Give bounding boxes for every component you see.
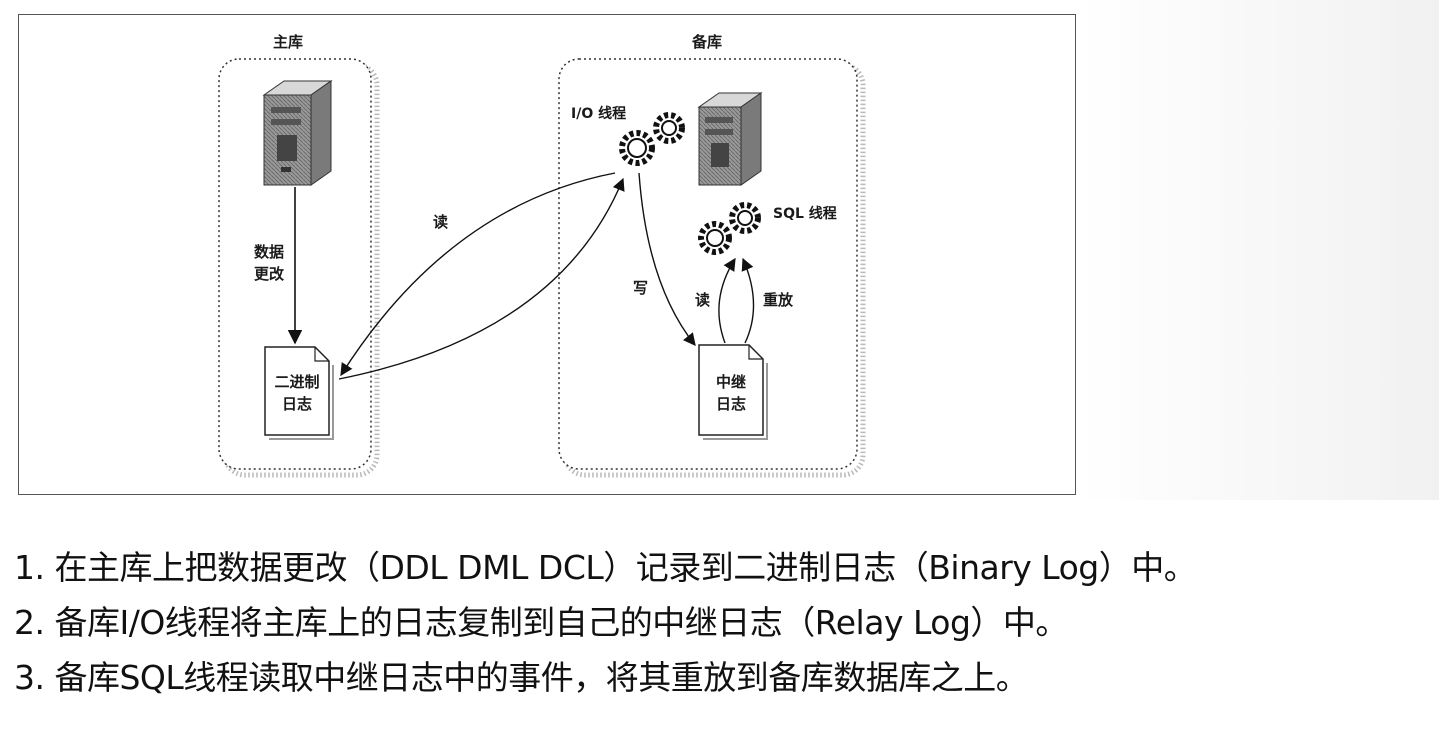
slave-title: 备库: [692, 33, 723, 51]
replication-diagram: 主库 备库 数据 更改 二进制 日志 读 I/O 线程 SQL 线程 写 读 重…: [18, 14, 1076, 495]
explanation-list: 1. 在主库上把数据更改（DDL DML DCL）记录到二进制日志（Binary…: [14, 540, 1434, 705]
data-change-label-line1: 数据: [253, 243, 284, 261]
binary-log-label: 二进制 日志: [265, 371, 329, 415]
sql-read-arrow: [718, 257, 736, 344]
background-gradient: [1080, 0, 1439, 500]
read-request-arrow: [340, 172, 616, 377]
relay-log-label-line2: 日志: [715, 395, 746, 413]
replay-label: 重放: [763, 291, 794, 309]
write-label: 写: [633, 279, 649, 297]
data-change-label-line2: 更改: [253, 265, 284, 283]
sql-thread-gears-icon: [698, 202, 761, 255]
master-server-icon: [262, 80, 333, 186]
relay-log-label-line1: 中继: [715, 373, 746, 391]
read-label-right: 读: [695, 291, 711, 309]
slave-server-icon: [697, 92, 763, 186]
io-thread-label: I/O 线程: [571, 106, 627, 122]
io-thread-gears-icon: [619, 112, 685, 166]
master-title: 主库: [273, 33, 304, 51]
binary-log-label-line2: 日志: [281, 395, 312, 413]
sql-thread-label: SQL 线程: [773, 206, 837, 222]
relay-log-document: [698, 344, 768, 440]
read-label-left: 读: [433, 213, 449, 231]
explanation-step-1: 1. 在主库上把数据更改（DDL DML DCL）记录到二进制日志（Binary…: [14, 548, 1197, 587]
relay-log-label: 中继 日志: [699, 371, 763, 415]
binary-log-document: [264, 346, 334, 440]
data-change-label: 数据 更改: [249, 241, 289, 285]
explanation-step-3: 3. 备库SQL线程读取中继日志中的事件，将其重放到备库数据库之上。: [14, 658, 1029, 697]
diagram-canvas: [218, 58, 866, 478]
write-arrow: [638, 172, 696, 346]
read-response-arrow: [338, 177, 625, 380]
binary-log-label-line1: 二进制: [274, 373, 320, 391]
explanation-step-2: 2. 备库I/O线程将主库上的日志复制到自己的中继日志（Relay Log）中。: [14, 603, 1068, 642]
replay-arrow: [741, 257, 755, 344]
